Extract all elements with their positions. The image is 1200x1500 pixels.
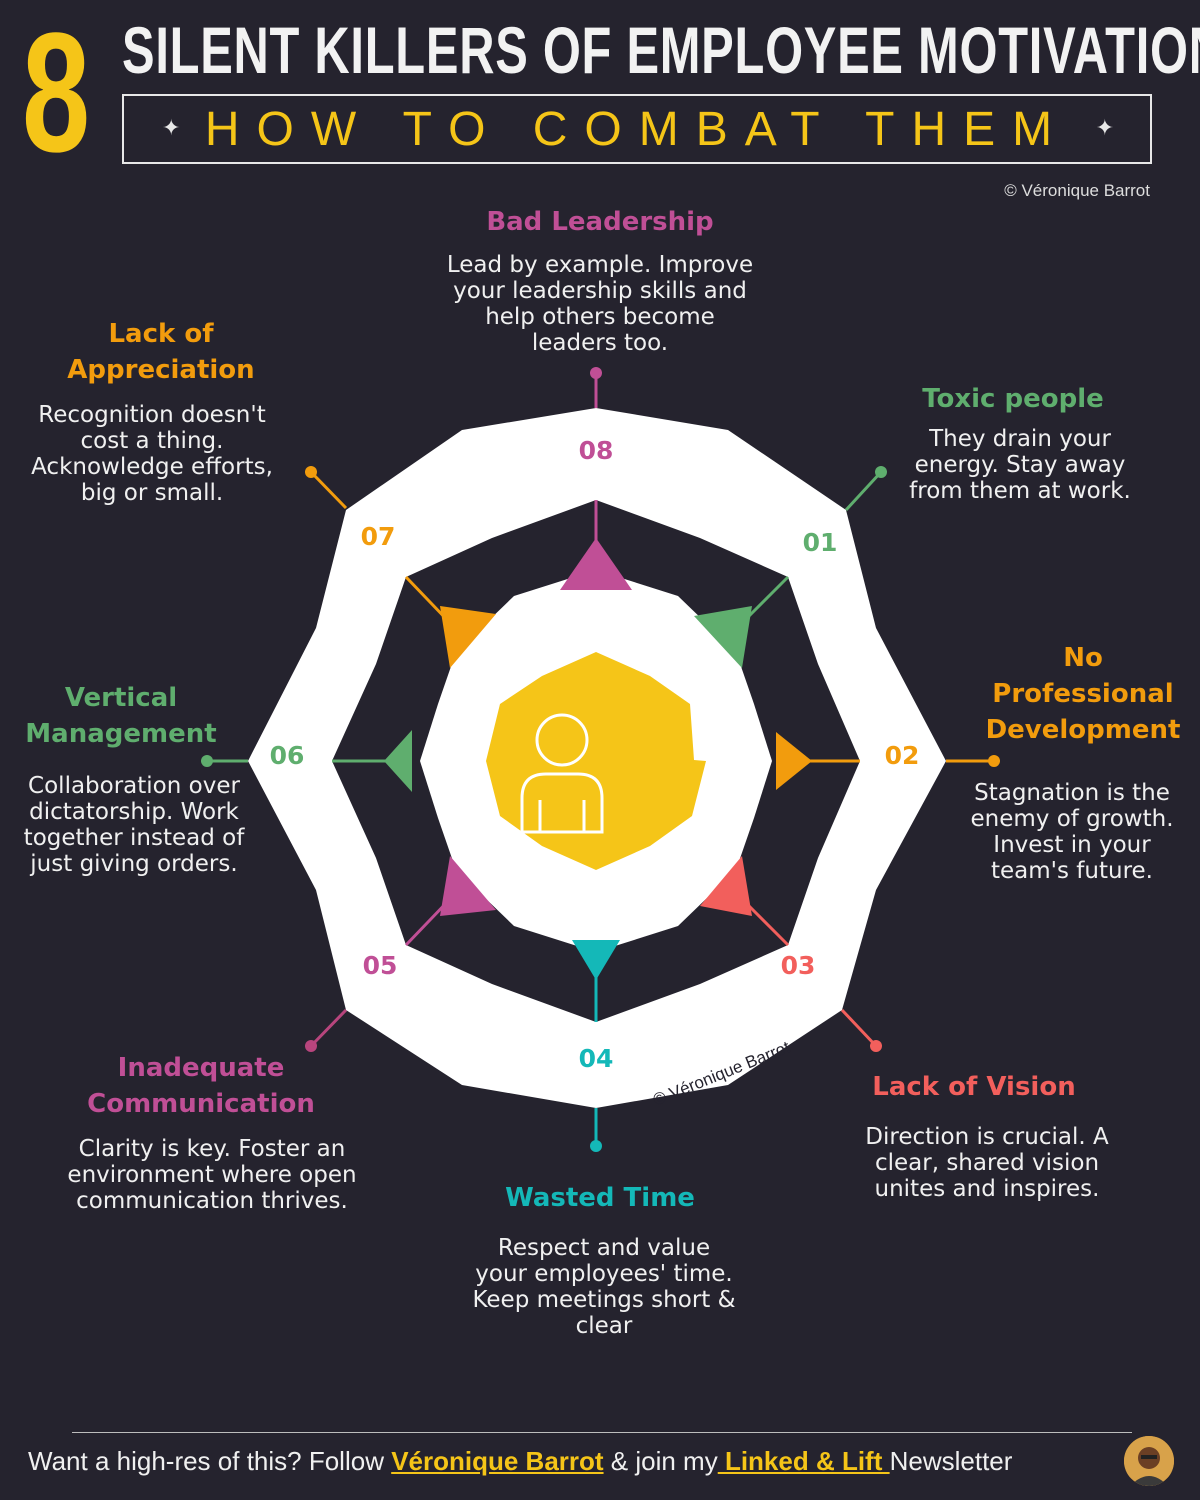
avatar bbox=[1124, 1436, 1174, 1486]
killer-03-text: Direction is crucial. A clear, shared vi… bbox=[865, 1124, 1109, 1202]
subtitle-box: HOW TO COMBAT THEM ✦ ✦ bbox=[122, 94, 1152, 164]
credit-text: © Véronique Barrot bbox=[1004, 181, 1150, 200]
number-07: 07 bbox=[361, 522, 396, 551]
killer-06-title: Vertical Management bbox=[25, 683, 217, 749]
number-03: 03 bbox=[781, 951, 816, 980]
killer-01-title: Toxic people bbox=[922, 384, 1104, 414]
killer-05-text: Clarity is key. Foster an environment wh… bbox=[67, 1136, 357, 1214]
sparkle-right-icon: ✦ bbox=[1095, 116, 1114, 141]
sparkle-left-icon: ✦ bbox=[162, 116, 181, 141]
killer-06-text: Collaboration over dictatorship. Work to… bbox=[23, 773, 245, 877]
number-05: 05 bbox=[363, 951, 398, 980]
killer-04-title: Wasted Time bbox=[505, 1183, 695, 1213]
number-04: 04 bbox=[579, 1044, 614, 1073]
killer-07-text: Recognition doesn't cost a thing. Acknow… bbox=[31, 402, 273, 506]
footer-text: Want a high-res of this? Follow Véroniqu… bbox=[28, 1446, 1012, 1477]
page-subtitle: HOW TO COMBAT THEM bbox=[204, 102, 1070, 156]
connector-02 bbox=[946, 755, 1000, 767]
killer-01-text: They drain your energy. Stay away from t… bbox=[909, 426, 1131, 504]
killer-02-title: No Professional Development bbox=[985, 643, 1181, 745]
number-06: 06 bbox=[270, 741, 305, 770]
killer-03-title: Lack of Vision bbox=[872, 1072, 1076, 1102]
connector-05 bbox=[305, 1008, 348, 1052]
header-number: 8 bbox=[22, 0, 90, 188]
footer-divider bbox=[72, 1432, 1132, 1433]
connector-03 bbox=[840, 1008, 882, 1052]
killer-05-title: Inadequate Communication bbox=[87, 1053, 315, 1119]
connector-07 bbox=[305, 466, 348, 510]
footer-pre: Want a high-res of this? Follow bbox=[28, 1446, 392, 1476]
connector-04 bbox=[590, 1108, 602, 1152]
number-08: 08 bbox=[579, 436, 614, 465]
newsletter-link[interactable]: Linked & Lift bbox=[717, 1446, 890, 1476]
footer-post: Newsletter bbox=[889, 1446, 1013, 1476]
killer-08-title: Bad Leadership bbox=[486, 207, 714, 237]
killer-02-text: Stagnation is the enemy of growth. Inves… bbox=[970, 780, 1174, 884]
connector-01 bbox=[844, 466, 887, 512]
person-icon bbox=[520, 713, 604, 834]
number-02: 02 bbox=[885, 741, 920, 770]
killer-07-title: Lack of Appreciation bbox=[67, 319, 255, 385]
killer-08-text: Lead by example. Improve your leadership… bbox=[446, 252, 754, 356]
number-01: 01 bbox=[803, 528, 838, 557]
connector-06 bbox=[201, 755, 248, 767]
author-link[interactable]: Véronique Barrot bbox=[391, 1446, 604, 1476]
footer-mid: & join my bbox=[603, 1446, 718, 1476]
connector-08 bbox=[590, 367, 602, 408]
killer-04-text: Respect and value your employees' time. … bbox=[472, 1235, 736, 1339]
